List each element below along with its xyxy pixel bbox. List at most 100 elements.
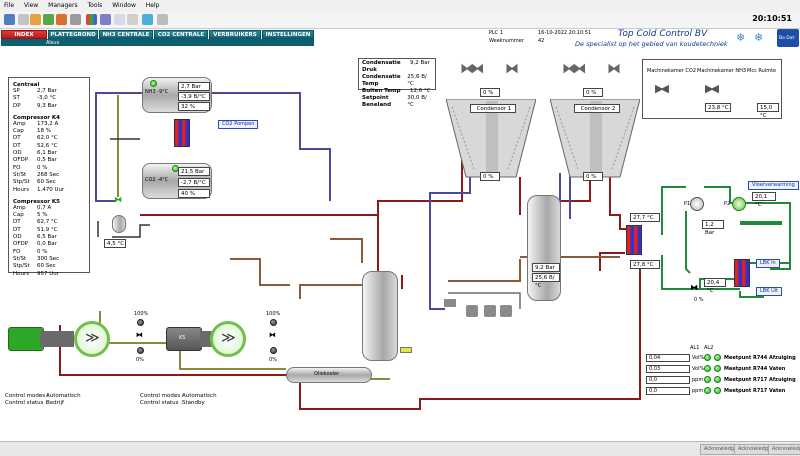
alarm-unit: ppm — [692, 388, 704, 394]
document-icon[interactable] — [114, 14, 125, 25]
compressor-k4-motor[interactable] — [8, 327, 44, 351]
sub-nav-label: Alsus — [46, 40, 60, 46]
alarm-unit: Vol% — [692, 366, 705, 372]
status-row: ST-3,0 °C — [13, 95, 85, 102]
status-value: 0 % — [37, 164, 48, 171]
status-value: 62,0 °C — [37, 135, 58, 142]
co2-vessel-label: CO2 -4°C — [145, 177, 169, 183]
heat-exchanger-icon — [174, 119, 190, 147]
alarm-icon[interactable] — [56, 14, 67, 25]
valve-icon[interactable] — [484, 305, 496, 317]
nh3-level: 32 % — [178, 102, 210, 111]
valve-icon[interactable] — [500, 305, 512, 317]
list-icon[interactable] — [127, 14, 138, 25]
menu-file[interactable]: File — [4, 2, 15, 9]
print-icon[interactable] — [70, 14, 81, 25]
nh3-status-lamp — [150, 80, 157, 87]
damper-icon: ▶◀ — [655, 82, 669, 95]
mcc-room-temp: 15,0 °C — [757, 103, 779, 119]
pump-p1[interactable] — [690, 197, 704, 211]
tab-verbruikers[interactable]: VERBRUIKERS — [209, 30, 261, 39]
valve-icon[interactable] — [466, 305, 478, 317]
receiver-temperature: 25,6 B/°C — [532, 273, 560, 289]
k5-label: K5 — [179, 335, 186, 341]
status-key: DT — [13, 135, 21, 142]
status-value: 60 Sec — [37, 179, 56, 186]
alarm-unit: ppm — [692, 377, 704, 383]
status-value: 1.470 Uur — [37, 186, 65, 193]
tab-plattegrond[interactable]: PLATTEGROND — [48, 30, 98, 39]
trend-icon[interactable] — [100, 14, 111, 25]
alarm-value: 0,04 — [646, 354, 690, 362]
info-value: 30,0 B/°C — [407, 95, 427, 108]
info-value: 9,2 Bar — [410, 60, 430, 66]
status-value: 0 % — [37, 248, 48, 255]
alarm-name: Meetpunt R744 Vaten — [724, 366, 786, 372]
vloerverwarming-button[interactable]: Vloerverwarming — [748, 181, 799, 190]
status-key: OFDP — [13, 241, 29, 248]
compressor-k5[interactable]: ≫ — [210, 321, 246, 357]
valve-icon[interactable]: ⧓ — [136, 331, 143, 339]
back-icon[interactable] — [18, 14, 29, 25]
tab-instellingen[interactable]: INSTELLINGEN — [262, 30, 314, 39]
alarm-row: 0,0 ppm Meetpunt R717 Afzuiging — [646, 376, 796, 385]
globe-icon[interactable] — [142, 14, 153, 25]
status-value: 5 % — [37, 212, 48, 219]
alarm-row: 0,03 Vol% Meetpunt R744 Vaten — [646, 365, 786, 374]
lbk-uit-button[interactable]: LBK Uit — [756, 287, 783, 296]
condenser-1-fan-pct: 0 % — [480, 88, 500, 97]
menu-window[interactable]: Window — [112, 2, 136, 9]
chart-icon[interactable] — [86, 14, 97, 25]
high-pressure-receiver — [527, 195, 561, 301]
home-icon[interactable] — [4, 14, 15, 25]
menu-help[interactable]: Help — [145, 2, 160, 9]
condenser-1-label: Condensor 1 — [470, 104, 516, 113]
status-key: Stp/St — [13, 179, 30, 186]
tree-icon[interactable] — [43, 14, 54, 25]
co2-pompen-button[interactable]: CO2 Pompen — [218, 120, 259, 129]
info-value: 25,6 B/°C — [407, 74, 427, 87]
vloerverwarming-label: Vloerverwarming — [752, 182, 795, 188]
week-value: 42 — [538, 38, 545, 44]
status-value: 300 Sec — [37, 255, 60, 262]
k4-bottom-pct: 0% — [136, 357, 144, 363]
status-key: FO — [13, 248, 21, 255]
status-value: 18 % — [37, 128, 51, 135]
valve-icon[interactable]: ⧓ — [114, 195, 122, 204]
info-key: Setpoint Beneland — [362, 95, 392, 108]
three-way-valve-icon[interactable]: ⧓ — [690, 283, 698, 292]
glycol-mix-temp: 20,4 °C — [704, 278, 726, 294]
compressor-k5-motor[interactable]: K5 — [166, 327, 202, 351]
valve-icon[interactable]: ⧓ — [269, 331, 276, 339]
menu-tools[interactable]: Tools — [87, 2, 103, 9]
users-icon[interactable] — [30, 14, 41, 25]
status-value: 60 Sec — [37, 263, 56, 270]
condenser-2-label: Condensor 2 — [574, 104, 620, 113]
tab-nh3-centrale[interactable]: NH3 CENTRALE — [99, 30, 153, 39]
alarm-header-al1: AL1 — [690, 345, 700, 351]
lbk-in-button[interactable]: LBK In — [756, 259, 780, 268]
glycol-header — [740, 221, 782, 225]
compressor-k4[interactable]: ≫ — [74, 321, 110, 357]
plc-label: PLC 1 — [489, 30, 504, 36]
alarm-name: Meetpunt R744 Afzuiging — [724, 355, 796, 361]
alarm-lamp-al2 — [714, 365, 721, 372]
k4-control-status-value: Bedrijf — [46, 400, 64, 406]
info-key: Buiten Temp — [362, 88, 401, 94]
status-value: 9,3 Bar — [37, 102, 57, 109]
help-icon[interactable] — [157, 14, 168, 25]
tab-index[interactable]: INDEX — [1, 30, 47, 39]
alarm-lamp-al2 — [714, 354, 721, 361]
condenser-fan-icon: ⧓ ⧓ — [562, 61, 587, 77]
tab-co2-centrale[interactable]: CO2 CENTRALE — [154, 30, 208, 39]
pump-p2[interactable] — [732, 197, 746, 211]
menu-view[interactable]: View — [23, 2, 39, 9]
oil-cooler-vessel — [286, 367, 372, 383]
menu-managers[interactable]: Managers — [48, 2, 78, 9]
status-value: 0,5 Bar — [37, 157, 57, 164]
acknowledge-button[interactable]: Acknowledge — [768, 444, 800, 455]
machine-room-co2-label: Machinekamer CO2 — [647, 68, 697, 74]
valve-icon[interactable] — [444, 299, 456, 307]
alarm-lamp-al2 — [714, 376, 721, 383]
